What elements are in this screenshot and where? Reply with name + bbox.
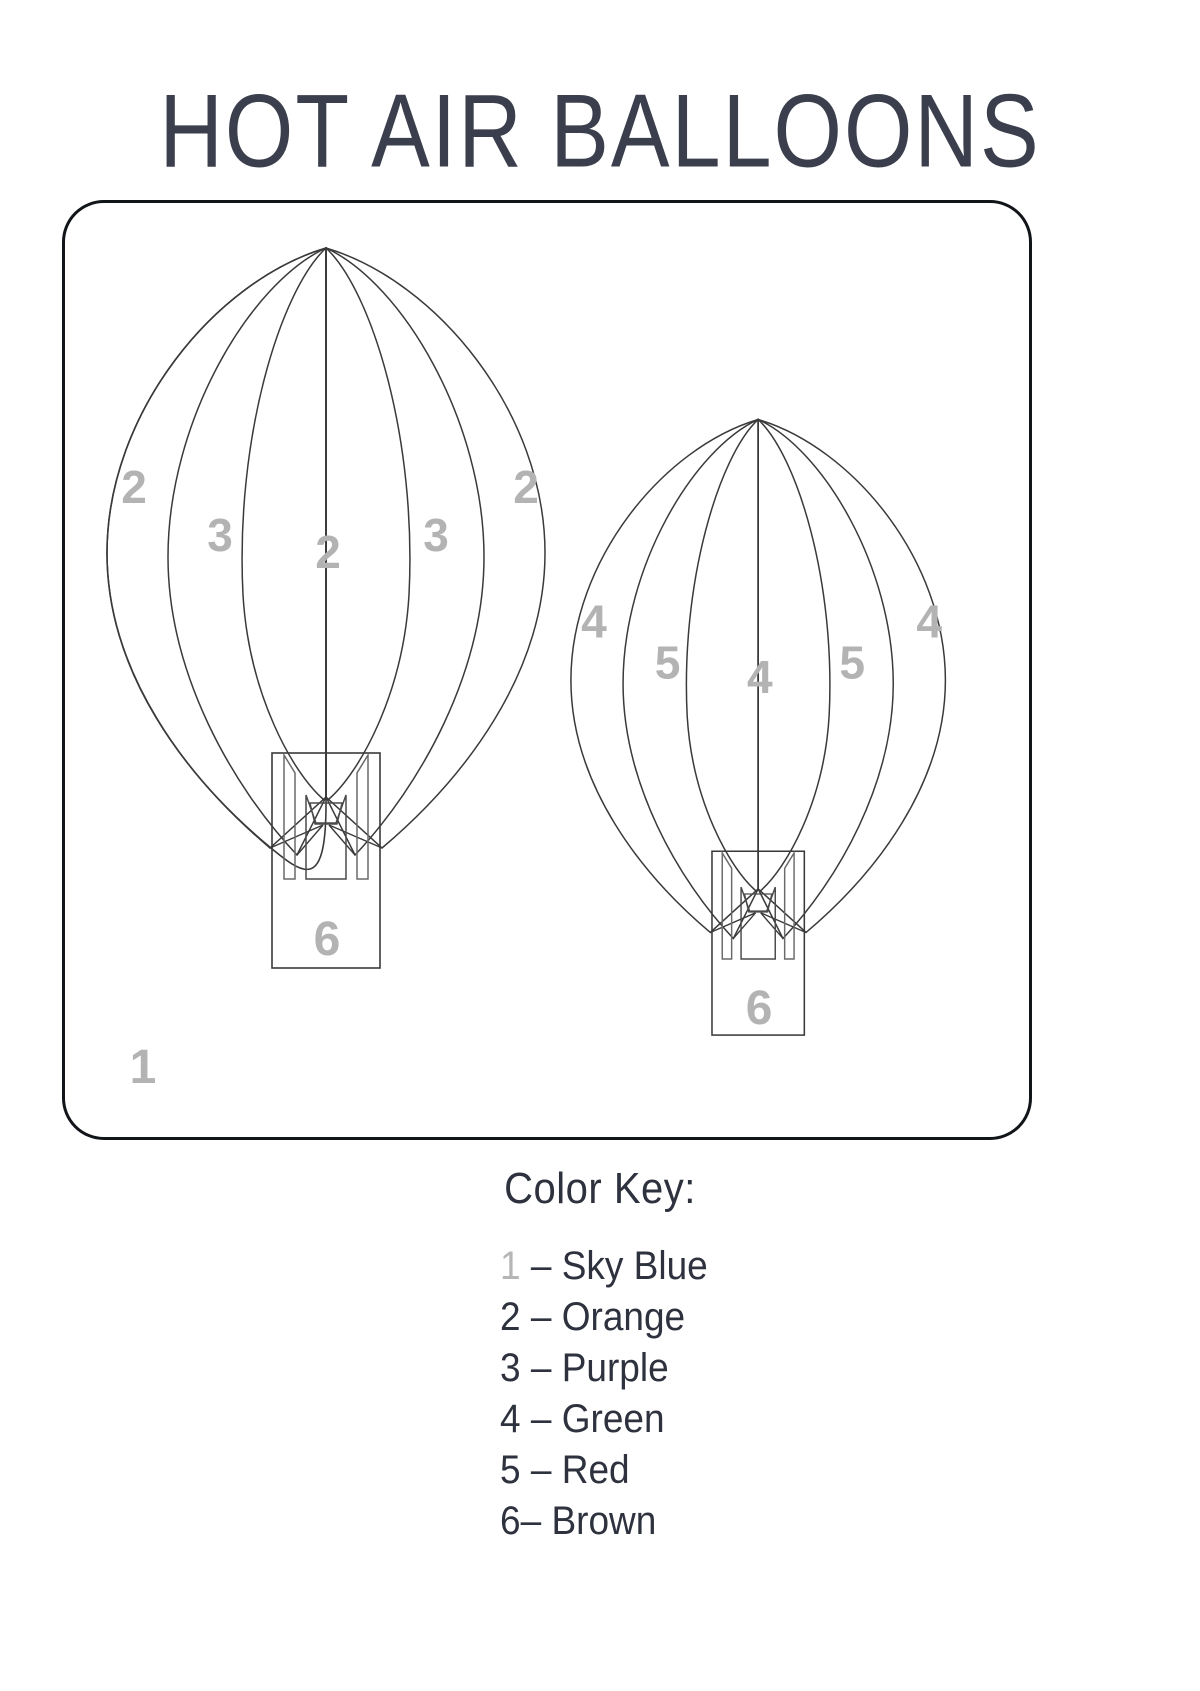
left-balloon-gore-label-4: 3 — [423, 509, 449, 561]
color-key-separator-1: – — [520, 1243, 562, 1288]
color-key-separator-2: – — [520, 1294, 562, 1339]
color-key-heading: Color Key: — [504, 1164, 696, 1213]
right-balloon-gore-label-3: 4 — [747, 651, 773, 703]
left-balloon-gore-label-1: 2 — [121, 461, 147, 513]
color-key-number-5: 5 — [500, 1447, 521, 1492]
right-balloon-gore-3-right — [757, 418, 831, 892]
sky-background-label: 1 — [130, 1041, 157, 1094]
color-key: Color Key: 1 – Sky Blue 2 – Orange 3 – P… — [0, 1160, 1200, 1544]
color-key-item-6: 6– Brown — [0, 1493, 1200, 1548]
balloon-scene: 2 3 2 3 2 6 — [106, 246, 947, 1094]
color-key-item-1: 1 – Sky Blue — [0, 1238, 1200, 1293]
left-balloon-burner-left-post — [283, 752, 296, 880]
color-key-number-6: 6 — [500, 1498, 521, 1543]
color-key-color-5: Red — [561, 1447, 630, 1492]
color-key-number-3: 3 — [500, 1345, 521, 1390]
left-balloon-burner-mouth — [309, 802, 343, 825]
left-balloon-gore-label-2: 3 — [207, 509, 233, 561]
page-title: HOT AIR BALLOONS — [159, 72, 1041, 189]
right-balloon-basket-label: 6 — [746, 982, 773, 1035]
color-key-color-1: Sky Blue — [561, 1243, 708, 1288]
color-key-separator-3: – — [520, 1345, 562, 1390]
right-balloon-gore-3-left — [685, 418, 759, 892]
left-balloon-gore-2 — [167, 246, 327, 857]
left-balloon-gore-3-right — [325, 247, 411, 800]
left-balloon: 2 3 2 3 2 6 — [106, 246, 546, 969]
left-balloon-gore-5 — [325, 246, 546, 849]
left-balloon-gore-label-5: 2 — [513, 461, 539, 513]
color-key-number-2: 2 — [500, 1294, 521, 1339]
color-key-separator-6: – — [520, 1498, 552, 1543]
color-key-item-2: 2 – Orange — [0, 1289, 1200, 1344]
color-key-number-1: 1 — [500, 1243, 521, 1288]
left-balloon-burner-cup — [305, 794, 347, 880]
color-key-color-6: Brown — [551, 1498, 657, 1543]
right-balloon-gore-5 — [757, 418, 947, 934]
right-balloon-gore-label-4: 5 — [839, 637, 865, 689]
left-balloon-gore-4 — [325, 246, 485, 857]
left-balloon-rigging — [269, 824, 383, 856]
left-balloon-gore-3-left — [241, 247, 327, 800]
right-balloon-gore-label-5: 4 — [916, 596, 942, 648]
worksheet-frame: 2 3 2 3 2 6 — [62, 200, 1032, 1140]
left-balloon-burner-right-post — [356, 752, 369, 880]
right-balloon-burner-right-post — [783, 850, 795, 960]
right-balloon-rigging — [710, 912, 807, 939]
right-balloon-burner-mouth — [743, 893, 773, 913]
color-key-item-5: 5 – Red — [0, 1442, 1200, 1497]
color-key-color-2: Orange — [561, 1294, 686, 1339]
right-balloon-basket — [711, 850, 806, 1036]
color-key-number-4: 4 — [500, 1396, 521, 1441]
color-key-list: 1 – Sky Blue 2 – Orange 3 – Purple 4 – G… — [0, 1238, 1200, 1544]
color-key-separator-5: – — [520, 1447, 562, 1492]
right-balloon-gore-label-2: 5 — [655, 637, 681, 689]
left-balloon-gore-label-3: 2 — [315, 526, 341, 578]
color-key-item-4: 4 – Green — [0, 1391, 1200, 1446]
right-balloon-burner-left-post — [721, 850, 733, 960]
left-balloon-basket-label: 6 — [314, 913, 341, 966]
right-balloon-gore-4 — [757, 418, 894, 940]
right-balloon-burner-cup — [740, 886, 776, 960]
color-key-color-3: Purple — [561, 1345, 669, 1390]
right-balloon-gore-2 — [622, 418, 759, 940]
color-key-color-4: Green — [561, 1396, 665, 1441]
left-balloon-basket — [271, 752, 381, 969]
right-balloon: 4 5 4 5 4 6 — [570, 418, 947, 1036]
left-balloon-gore-1 — [106, 246, 327, 849]
right-balloon-gore-label-1: 4 — [581, 596, 607, 648]
color-key-item-3: 3 – Purple — [0, 1340, 1200, 1395]
right-balloon-gore-1 — [570, 418, 759, 934]
color-key-separator-4: – — [520, 1396, 562, 1441]
